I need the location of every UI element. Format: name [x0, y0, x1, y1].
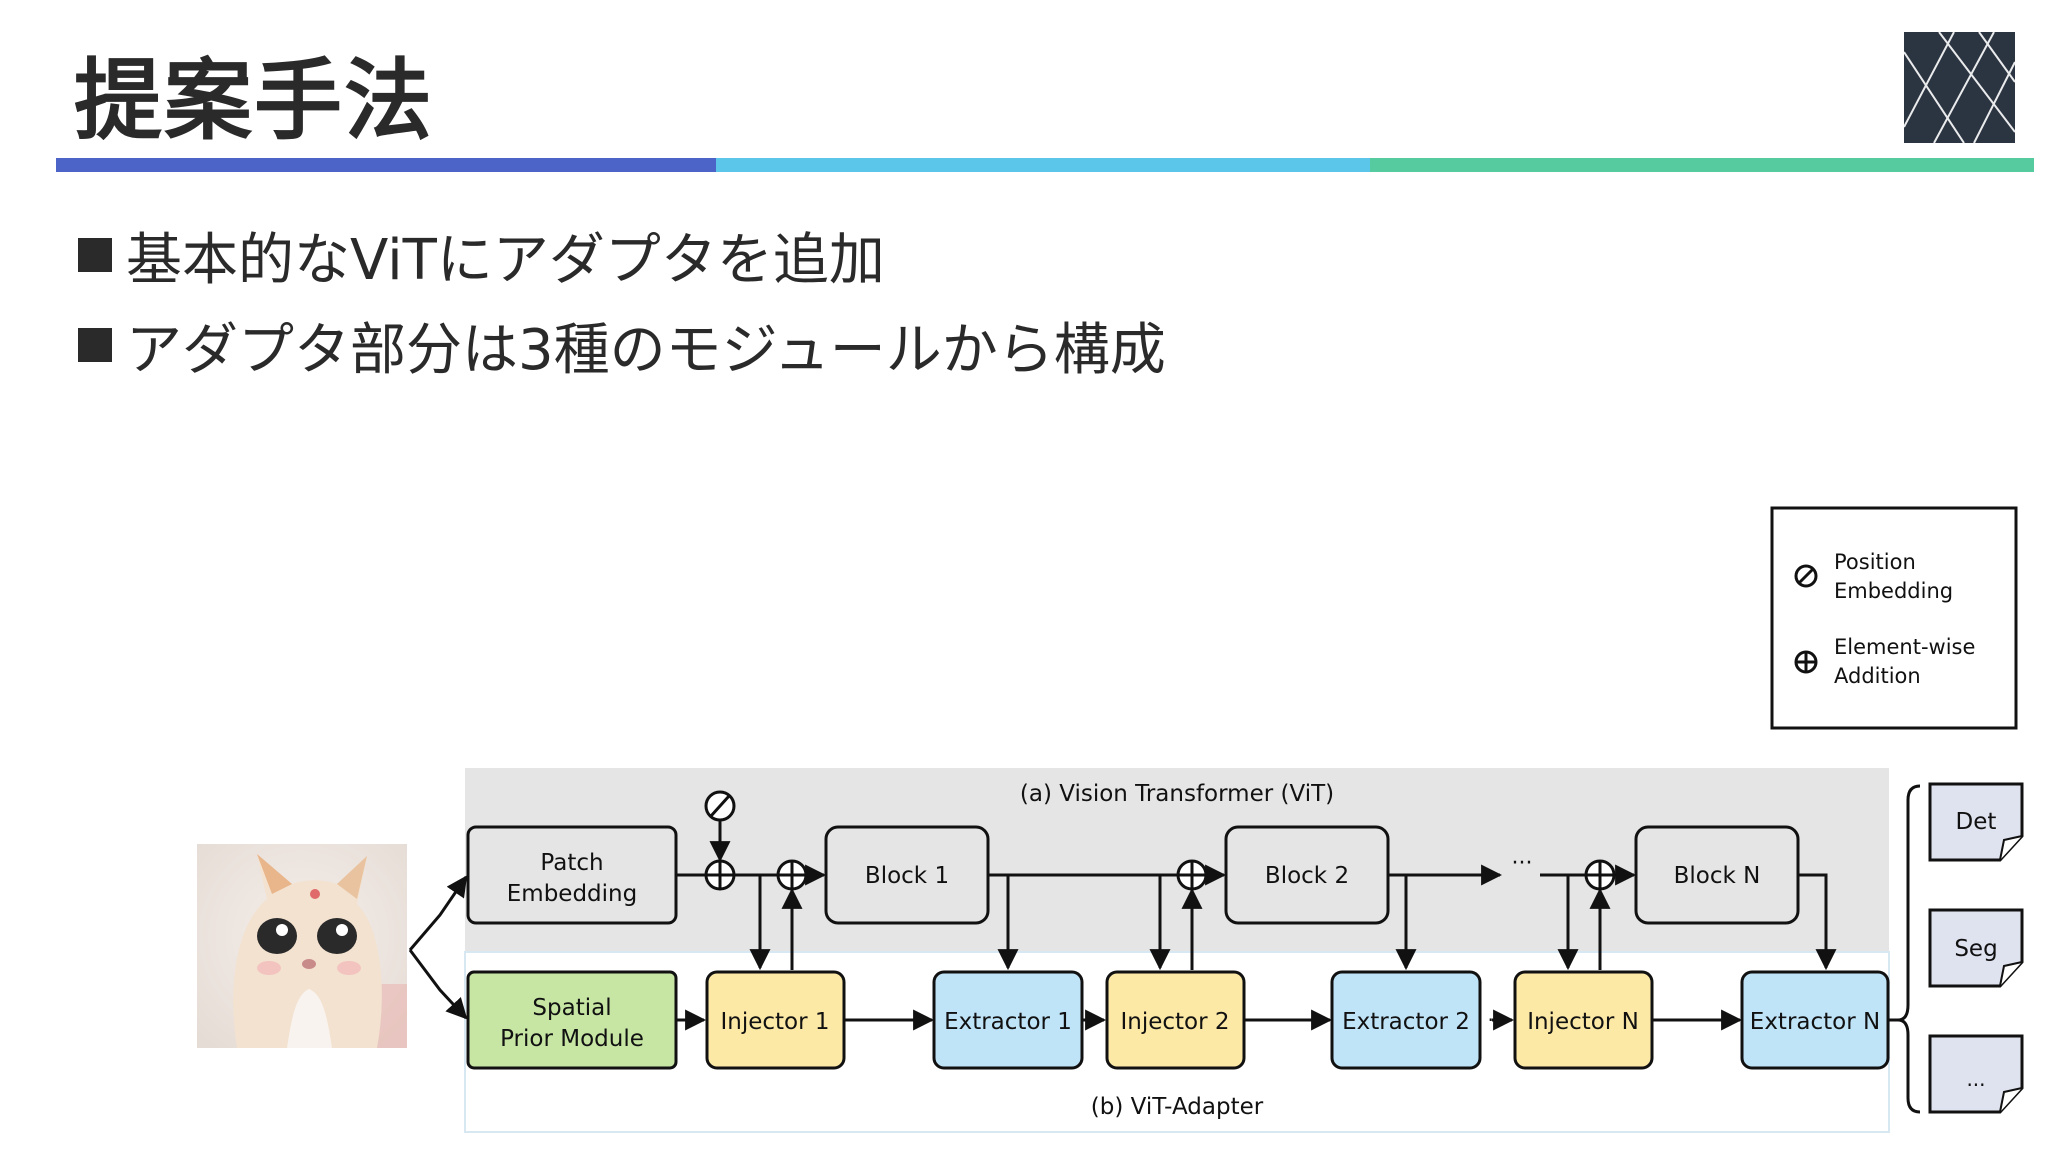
- block-2-box: Block 2: [1224, 825, 1390, 925]
- extractor-label: Extractor 2: [1342, 1009, 1470, 1035]
- output-card-more: ...: [1928, 1034, 2024, 1114]
- bullet-item: 基本的なViTにアダプタを追加: [78, 210, 1166, 300]
- patch-embedding-label: Patch: [540, 850, 603, 876]
- vit-title: (a) Vision Transformer (ViT): [1020, 781, 1334, 807]
- legend-label: Embedding: [1834, 579, 1953, 603]
- bullet-text: アダプタ部分は3種のモジュールから構成: [126, 317, 1166, 383]
- spatial-prior-label: Spatial: [532, 995, 611, 1021]
- extractor-label: Extractor 1: [944, 1009, 1072, 1035]
- output-label: Det: [1956, 809, 1997, 835]
- element-wise-addition-icon: [1794, 650, 1818, 674]
- injector-label: Injector 2: [1120, 1009, 1229, 1035]
- element-wise-addition-icon: [1584, 859, 1616, 891]
- slide-title: 提案手法: [74, 49, 435, 152]
- block-label: Block 1: [865, 863, 949, 889]
- block-1-box: Block 1: [824, 825, 990, 925]
- injector-1-box: Injector 1: [705, 970, 846, 1070]
- extractor-n-box: Extractor N: [1740, 970, 1890, 1070]
- adapter-title: (b) ViT-Adapter: [1091, 1094, 1264, 1120]
- position-embedding-icon: [1794, 564, 1818, 588]
- extractor-label: Extractor N: [1750, 1009, 1880, 1035]
- output-label: ...: [1966, 1067, 1985, 1091]
- legend-label: Addition: [1834, 664, 1921, 688]
- accent-bar-green: [1370, 158, 2034, 172]
- block-n-box: Block N: [1634, 825, 1800, 925]
- ellipsis-vit: ···: [1512, 851, 1533, 876]
- legend: Position Embedding Element-wise Addition: [1770, 506, 2018, 730]
- output-card-det: Det: [1928, 782, 2024, 862]
- position-embedding-icon: [704, 790, 736, 822]
- spatial-prior-label: Prior Module: [500, 1026, 644, 1052]
- bullet-list: 基本的なViTにアダプタを追加 アダプタ部分は3種のモジュールから構成: [78, 210, 1166, 390]
- accent-bar-blue: [56, 158, 716, 172]
- square-bullet-icon: [78, 238, 112, 272]
- legend-label: Element-wise: [1834, 635, 1975, 659]
- bullet-text: 基本的なViTにアダプタを追加: [126, 227, 885, 293]
- accent-bar-cyan: [716, 158, 1370, 172]
- square-bullet-icon: [78, 328, 112, 362]
- patch-embedding-label: Embedding: [507, 881, 637, 907]
- element-wise-addition-icon: [776, 859, 808, 891]
- injector-label: Injector N: [1527, 1009, 1639, 1035]
- block-label: Block N: [1674, 863, 1761, 889]
- element-wise-addition-icon: [704, 859, 736, 891]
- legend-label: Position: [1834, 550, 1916, 574]
- spatial-prior-module-box: Spatial Prior Module: [466, 970, 678, 1070]
- output-bracket: [1897, 784, 1921, 1114]
- ellipsis-adapter: ···: [1487, 1008, 1506, 1032]
- injector-label: Injector 1: [720, 1009, 829, 1035]
- injector-2-box: Injector 2: [1105, 970, 1246, 1070]
- bullet-item: アダプタ部分は3種のモジュールから構成: [78, 300, 1166, 390]
- patch-embedding-box: Patch Embedding: [466, 825, 678, 925]
- block-label: Block 2: [1265, 863, 1349, 889]
- extractor-1-box: Extractor 1: [932, 970, 1084, 1070]
- cat-photo: [197, 844, 407, 1048]
- output-card-seg: Seg: [1928, 908, 2024, 988]
- output-label: Seg: [1954, 936, 1997, 962]
- element-wise-addition-icon: [1176, 859, 1208, 891]
- extractor-2-box: Extractor 2: [1330, 970, 1482, 1070]
- injector-n-box: Injector N: [1513, 970, 1654, 1070]
- logo: [1903, 31, 2016, 144]
